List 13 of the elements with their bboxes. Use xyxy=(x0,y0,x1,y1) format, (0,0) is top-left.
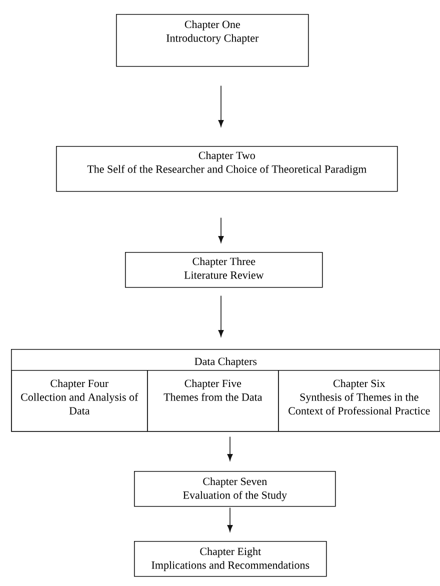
chapter-box: Chapter Seven Evaluation of the Study xyxy=(134,471,336,507)
chapter-cell: Chapter Four Collection and Analysis of Data xyxy=(11,370,148,432)
chapter-box: Chapter Three Literature Review xyxy=(125,252,323,288)
chapter-cell: Chapter Six Synthesis of Themes in the Context of Professional Practice xyxy=(278,370,440,432)
arrow xyxy=(218,217,224,243)
arrow xyxy=(218,85,224,127)
chapter-cell: Chapter Five Themes from the Data xyxy=(147,370,279,432)
chapter-box: Chapter One Introductory Chapter xyxy=(116,14,309,67)
chapter-box: Chapter Eight Implications and Recommendations xyxy=(134,541,327,577)
arrow xyxy=(227,436,233,461)
arrow xyxy=(218,295,224,337)
arrow xyxy=(227,507,233,532)
chapter-box: Chapter Two The Self of the Researcher and Choice of Theoretical Paradigm xyxy=(56,146,398,192)
